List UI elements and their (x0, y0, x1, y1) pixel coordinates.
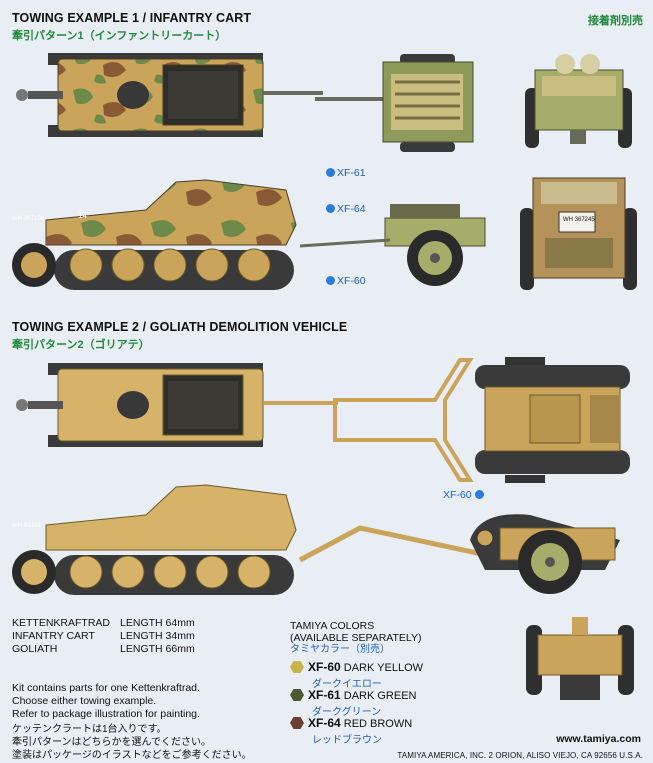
note-line-jp: 塗装はパッケージのイラストなどをご参考ください。 (12, 750, 252, 761)
note-line-jp: 牽引パターンはどちらかを選んでください。 (12, 737, 211, 748)
note-line: Refer to package illustration for painti… (12, 708, 200, 720)
callout-xf61: XF-61 (326, 167, 366, 179)
company-address: TAMIYA AMERICA, INC. 2 ORION, ALISO VIEJ… (397, 751, 643, 760)
kettenkrad-side-view-1: 14 WH-367108 (12, 179, 297, 290)
side-plate-label-1: WH-367108 (12, 216, 45, 222)
colors-title: TAMIYA COLORS (290, 620, 375, 632)
note-line-jp: ケッテンクラートは1台入りです。 (12, 724, 167, 735)
goliath-front-view (526, 617, 634, 700)
website-url[interactable]: www.tamiya.com (556, 733, 641, 745)
spec-name: GOLIATH (12, 643, 58, 655)
colors-availability: (AVAILABLE SEPARATELY) (290, 632, 422, 644)
paint-swatch (290, 661, 304, 673)
side-plate-label-2: WH-93195 (12, 523, 41, 529)
colors-title-jp: タミヤカラー（別売） (290, 644, 390, 655)
spec-length: LENGTH 34mm (120, 630, 195, 642)
paint-swatch (290, 717, 304, 729)
color-item-xf61: XF-61 DARK GREEN ダークグリーン (290, 688, 417, 718)
example1-title: TOWING EXAMPLE 1 / INFANTRY CART (12, 11, 252, 25)
infantry-cart-rear-view (525, 54, 632, 148)
spec-row: INFANTRY CART LENGTH 34mm (12, 630, 205, 643)
tamiya-colors-heading: TAMIYA COLORS (AVAILABLE SEPARATELY) タミヤ… (290, 620, 422, 656)
infantry-cart-top-view (315, 54, 474, 152)
spec-name: INFANTRY CART (12, 630, 95, 642)
spec-length: LENGTH 64mm (120, 617, 195, 629)
example1-title-jp: 牽引パターン1（インファントリーカート） (12, 30, 227, 42)
callout-xf60: XF-60 (326, 275, 366, 287)
infantry-cart-side-view (299, 204, 486, 286)
goliath-top-view (333, 357, 630, 483)
kettenkrad-top-view-1 (16, 53, 323, 137)
callout-xf60-goliath: XF-60 (443, 489, 484, 501)
adhesive-note-jp: 接着剤別売 (588, 15, 643, 27)
kettenkrad-top-view-2 (16, 363, 338, 447)
infantry-cart-front-view: WH 367245 (520, 177, 637, 290)
kit-notes-jp: ケッテンクラートは1台入りです。 牽引パターンはどちらかを選んでください。 塗装… (12, 723, 252, 762)
example2-title-jp: 牽引パターン2（ゴリアテ） (12, 339, 150, 351)
color-item-xf64: XF-64 RED BROWN レッドブラウン (290, 716, 412, 746)
note-line: Kit contains parts for one Kettenkraftra… (12, 682, 200, 694)
note-line: Choose either towing example. (12, 695, 157, 707)
spec-row: KETTENKRAFTRAD LENGTH 64mm (12, 617, 205, 630)
spec-name: KETTENKRAFTRAD (12, 617, 111, 629)
side-number-label: 14 (78, 211, 87, 220)
cart-number-plate: WH 367245 (563, 217, 595, 223)
example2-title: TOWING EXAMPLE 2 / GOLIATH DEMOLITION VE… (12, 320, 348, 334)
spec-length: LENGTH 66mm (120, 643, 195, 655)
kit-notes: Kit contains parts for one Kettenkraftra… (12, 682, 200, 721)
callout-xf64: XF-64 (326, 203, 366, 215)
paint-swatch (290, 689, 304, 701)
color-item-xf60: XF-60 DARK YELLOW ダークイエロー (290, 660, 423, 690)
spec-row: GOLIATH LENGTH 66mm (12, 643, 205, 656)
length-specs-table: KETTENKRAFTRAD LENGTH 64mm INFANTRY CART L… (12, 617, 205, 656)
goliath-side-view (298, 514, 620, 594)
kettenkrad-side-view-2: WH-93195 (12, 484, 297, 595)
